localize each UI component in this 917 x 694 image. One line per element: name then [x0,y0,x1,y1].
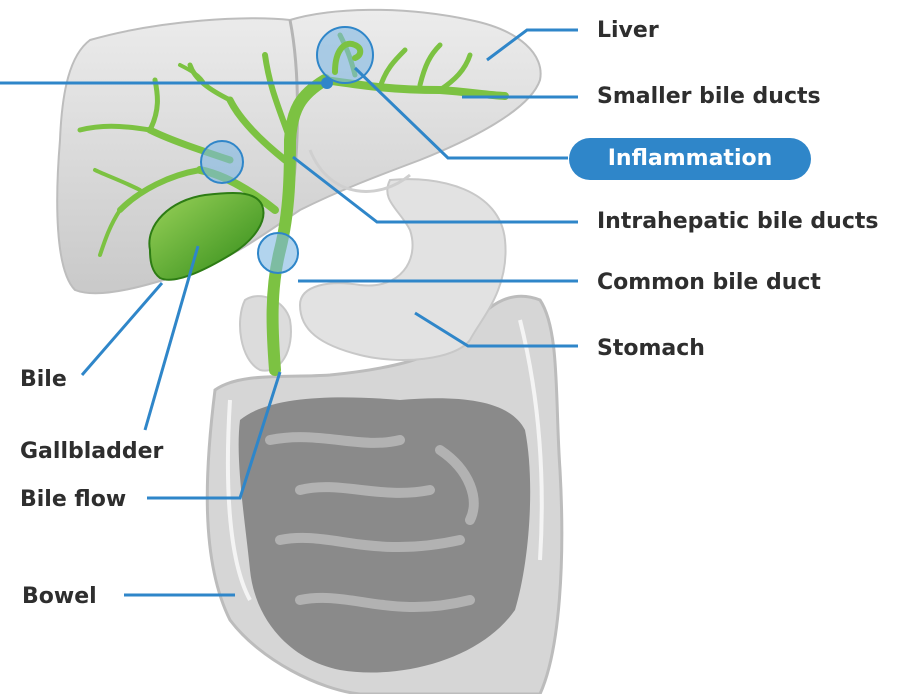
label-gallbladder: Gallbladder [20,439,163,465]
stomach [300,179,506,360]
label-liver: Liver [597,18,659,44]
leader-origin-dot [321,77,333,89]
label-intrahepatic-bile-ducts: Intrahepatic bile ducts [597,209,878,235]
label-bowel: Bowel [22,584,97,610]
small-intestine [239,397,531,672]
label-bile-flow: Bile flow [20,487,126,513]
label-stomach: Stomach [597,336,705,362]
label-common-bile-duct: Common bile duct [597,270,821,296]
label-bile: Bile [20,367,67,393]
label-smaller-bile-ducts: Smaller bile ducts [597,84,821,110]
duodenum [240,296,291,371]
label-inflammation: Inflammation [569,138,811,180]
